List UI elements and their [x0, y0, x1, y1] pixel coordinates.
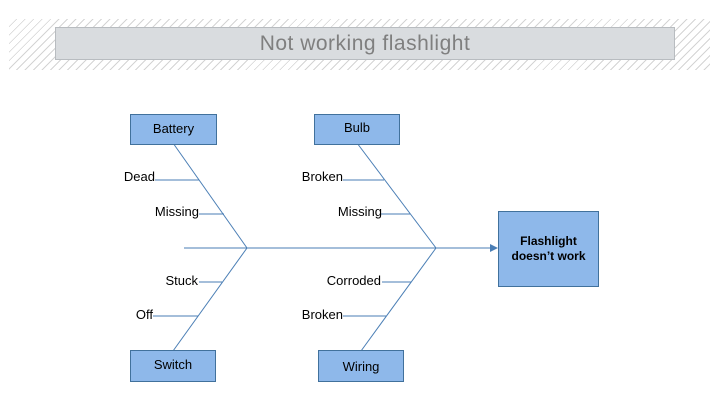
cause-wiring-corroded: Corroded — [326, 273, 381, 288]
category-battery: Battery — [130, 114, 217, 145]
bone-switch — [172, 247, 248, 352]
category-bulb: Bulb — [314, 114, 400, 145]
bone-wiring — [360, 247, 437, 352]
cause-battery-missing: Missing — [154, 204, 199, 219]
cause-bulb-broken: Broken — [301, 169, 343, 184]
category-wiring: Wiring — [318, 350, 404, 382]
cause-bulb-missing: Missing — [337, 204, 382, 219]
category-switch: Switch — [130, 350, 216, 382]
diagram-title: Not working flashlight — [55, 27, 675, 60]
cause-switch-stuck: Stuck — [165, 273, 198, 288]
cause-wiring-broken: Broken — [301, 307, 343, 322]
cause-switch-off: Off — [135, 307, 153, 322]
effect-box: Flashlight doesn’t work — [498, 211, 599, 287]
bone-battery — [172, 142, 248, 249]
bone-bulb — [356, 142, 437, 249]
cause-battery-dead: Dead — [123, 169, 155, 184]
